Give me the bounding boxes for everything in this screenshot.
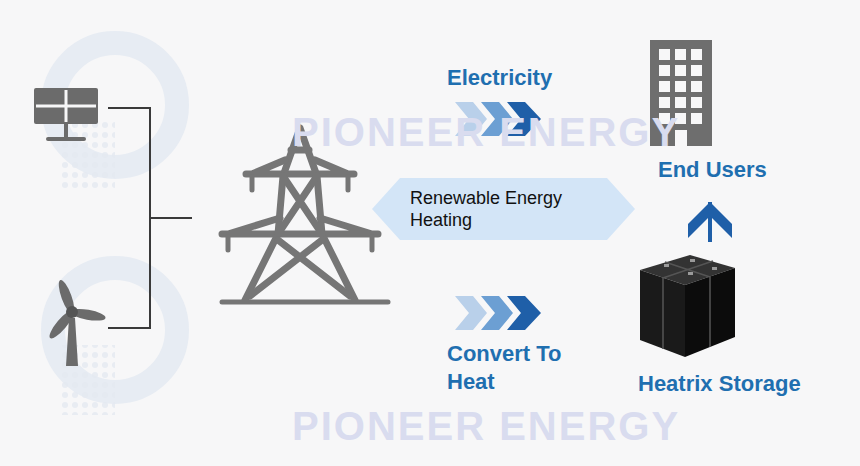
transmission-tower bbox=[222, 128, 388, 302]
flow-label: Convert To Heat bbox=[447, 340, 567, 396]
flow-label: Electricity bbox=[447, 64, 552, 92]
renewable-heating-band: Renewable Energy Heating bbox=[372, 178, 635, 240]
flow-arrow bbox=[708, 202, 712, 242]
node-text: Renewable Energy Heating bbox=[410, 187, 588, 231]
heat-chevrons bbox=[455, 296, 541, 330]
wind-turbine-icon bbox=[46, 278, 106, 366]
double-arrow-band bbox=[372, 178, 635, 240]
source-bracket bbox=[108, 108, 192, 328]
watermark: PIONEER ENERGY bbox=[292, 404, 680, 448]
solar-panel-icon bbox=[34, 88, 98, 139]
heatrix-storage-node: Heatrix Storage bbox=[630, 250, 840, 402]
watermark: PIONEER ENERGY bbox=[292, 110, 680, 154]
heatrix-storage-unit bbox=[636, 252, 748, 362]
node-text: Heatrix Storage bbox=[638, 370, 801, 398]
node-text: End Users bbox=[658, 156, 767, 184]
